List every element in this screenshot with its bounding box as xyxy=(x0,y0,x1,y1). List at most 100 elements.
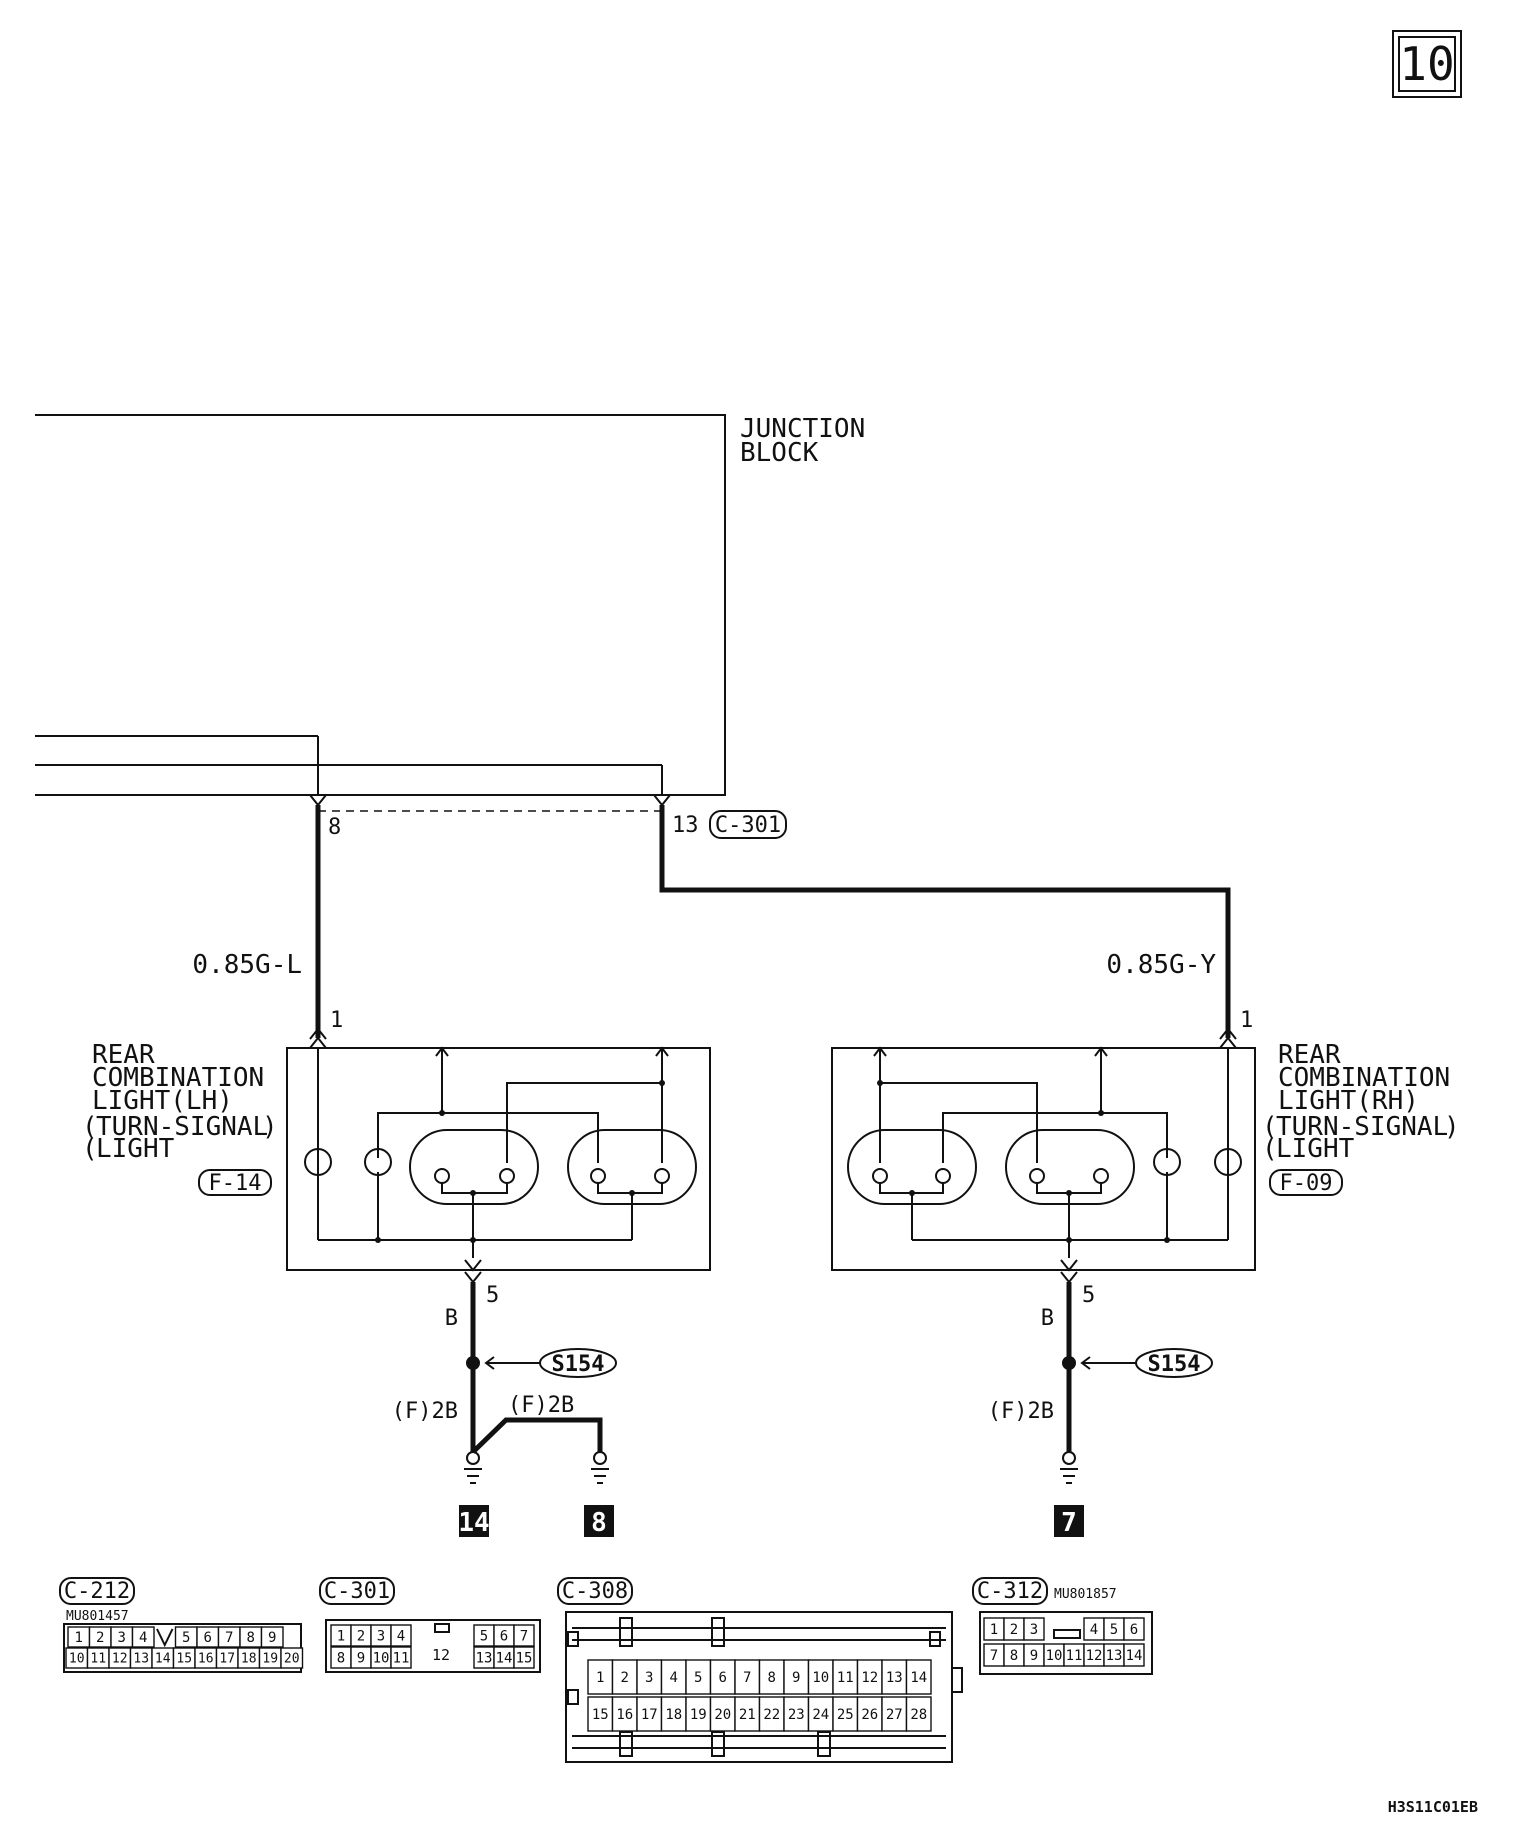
connector-pin-label: 12 xyxy=(1086,1648,1103,1664)
connector-pin-label: 19 xyxy=(690,1707,707,1723)
connector-pin-label: 2 xyxy=(357,1629,365,1645)
connector-pin-label: 2 xyxy=(621,1670,629,1686)
connector-cell xyxy=(587,1659,614,1695)
connector-pin-label: 15 xyxy=(516,1651,533,1667)
connector-pin-label: 25 xyxy=(837,1707,854,1723)
svg-text:(: ( xyxy=(1262,1112,1278,1142)
connector-pin-label: 6 xyxy=(1130,1622,1138,1638)
connector-pin-label: 8 xyxy=(247,1630,255,1646)
connector-cell xyxy=(905,1696,932,1732)
connector-cell xyxy=(1123,1617,1145,1641)
connector-pin-label: 8 xyxy=(1010,1648,1018,1664)
connector-cell xyxy=(783,1696,810,1732)
connector-c312-part: MU801857 xyxy=(1054,1587,1117,1602)
connector-cell xyxy=(636,1696,663,1732)
lh-label-3: LIGHT(LH) xyxy=(92,1086,233,1116)
connector-pin-label: 3 xyxy=(377,1629,385,1645)
connector-pin-label: 1 xyxy=(596,1670,604,1686)
connector-pin-label: 1 xyxy=(337,1629,345,1645)
ground-symbol xyxy=(591,1451,609,1484)
connector-pin-label: 14 xyxy=(910,1670,927,1686)
junction-block-label-1: JUNCTION xyxy=(740,414,865,444)
connector-cell xyxy=(513,1646,535,1669)
connector-cell xyxy=(131,1626,155,1648)
connector-cell xyxy=(856,1696,883,1732)
connector-pin-label: 20 xyxy=(714,1707,731,1723)
svg-text:(: ( xyxy=(1262,1134,1278,1164)
splice-tag-lh: S154 xyxy=(552,1352,605,1377)
connector-pin-label: 14 xyxy=(1126,1648,1143,1664)
connector-pin-label: 15 xyxy=(176,1652,192,1667)
connector-pin-label: 16 xyxy=(616,1707,633,1723)
connector-pin-label: 27 xyxy=(886,1707,903,1723)
connector-pin-label: 13 xyxy=(1106,1648,1123,1664)
wire-rh-feed xyxy=(659,805,1231,1038)
connector-pin-label: 4 xyxy=(1090,1622,1098,1638)
svg-text:(: ( xyxy=(82,1112,98,1142)
ground-point-8: 8 xyxy=(591,1508,607,1538)
lh-ground-wire-a: (F)2B xyxy=(392,1399,458,1424)
connector-cell xyxy=(832,1696,859,1732)
rh-label-3: LIGHT(RH) xyxy=(1278,1086,1419,1116)
junction-connector: 8 13 C-301 xyxy=(309,794,787,840)
connector-pin-label: 3 xyxy=(118,1630,126,1646)
connector-cell xyxy=(260,1626,284,1648)
connector-pin-label: 15 xyxy=(592,1707,609,1723)
connector-pin-label: 3 xyxy=(645,1670,653,1686)
connector-pin-label: 14 xyxy=(155,1652,171,1667)
wire-label-rh: 0.85G-Y xyxy=(1106,950,1216,980)
connector-c212-part: MU801457 xyxy=(66,1609,129,1624)
ground-point-7: 7 xyxy=(1061,1508,1077,1538)
pin-label-13: 13 xyxy=(672,813,699,838)
lh-label-2: COMBINATION xyxy=(92,1063,264,1093)
connector-pin-label: 10 xyxy=(1046,1648,1063,1664)
connector-cell xyxy=(807,1659,834,1695)
connector-cell xyxy=(758,1659,785,1695)
connector-pin-label: 7 xyxy=(520,1629,528,1645)
connector-cell xyxy=(1123,1643,1145,1667)
connector-pin-label: 7 xyxy=(990,1648,998,1664)
connector-pin-label: 17 xyxy=(641,1707,658,1723)
ground-point-14: 14 xyxy=(458,1508,489,1538)
connector-cell xyxy=(709,1696,736,1732)
connector-cell xyxy=(1023,1617,1045,1641)
rh-label-4: TURN-SIGNAL xyxy=(1276,1112,1448,1142)
svg-text:): ) xyxy=(262,1112,278,1142)
connector-pin-label: 18 xyxy=(241,1652,257,1667)
connector-cell xyxy=(660,1659,687,1695)
connector-pin-label: 5 xyxy=(694,1670,702,1686)
lh-pin-in: 1 xyxy=(330,1008,343,1033)
ground-symbol xyxy=(1060,1451,1078,1484)
connector-pin-label: 6 xyxy=(500,1629,508,1645)
connector-pin-label: 1 xyxy=(990,1622,998,1638)
connector-cell xyxy=(587,1696,614,1732)
connector-pin-label: 6 xyxy=(204,1630,212,1646)
figure-code: H3S11C01EB xyxy=(1388,1798,1478,1816)
ground-circuit-rh: 5 B S154 (F)2B 7 xyxy=(988,1282,1213,1538)
rh-label-1: REAR xyxy=(1278,1040,1341,1070)
connector-pin-label: 8 xyxy=(768,1670,776,1686)
wire-label-lh: 0.85G-L xyxy=(192,950,302,980)
ground-symbol xyxy=(464,1451,482,1484)
svg-text:): ) xyxy=(1444,1112,1460,1142)
lh-wire-color: B xyxy=(445,1306,458,1331)
connector-cell xyxy=(734,1659,761,1695)
connector-cell xyxy=(832,1659,859,1695)
connector-pin-label: 21 xyxy=(739,1707,756,1723)
connector-cell xyxy=(513,1624,535,1647)
connector-pin-label: 7 xyxy=(225,1630,233,1646)
connector-pin-label: 17 xyxy=(219,1652,235,1667)
connector-c301-name: C-301 xyxy=(324,1579,390,1604)
connector-pin-label: 12 xyxy=(112,1652,128,1667)
connector-pin-label: 11 xyxy=(837,1670,854,1686)
connector-pin-label: 28 xyxy=(910,1707,927,1723)
connector-pin-label: 7 xyxy=(743,1670,751,1686)
lh-label-4: TURN-SIGNAL xyxy=(96,1112,268,1142)
connector-pin-label: 9 xyxy=(1030,1648,1038,1664)
connector-pin-label: 9 xyxy=(357,1651,365,1667)
connector-pin-label: 11 xyxy=(393,1651,410,1667)
connector-pin-label: 9 xyxy=(268,1630,276,1646)
rh-label-2: COMBINATION xyxy=(1278,1063,1450,1093)
